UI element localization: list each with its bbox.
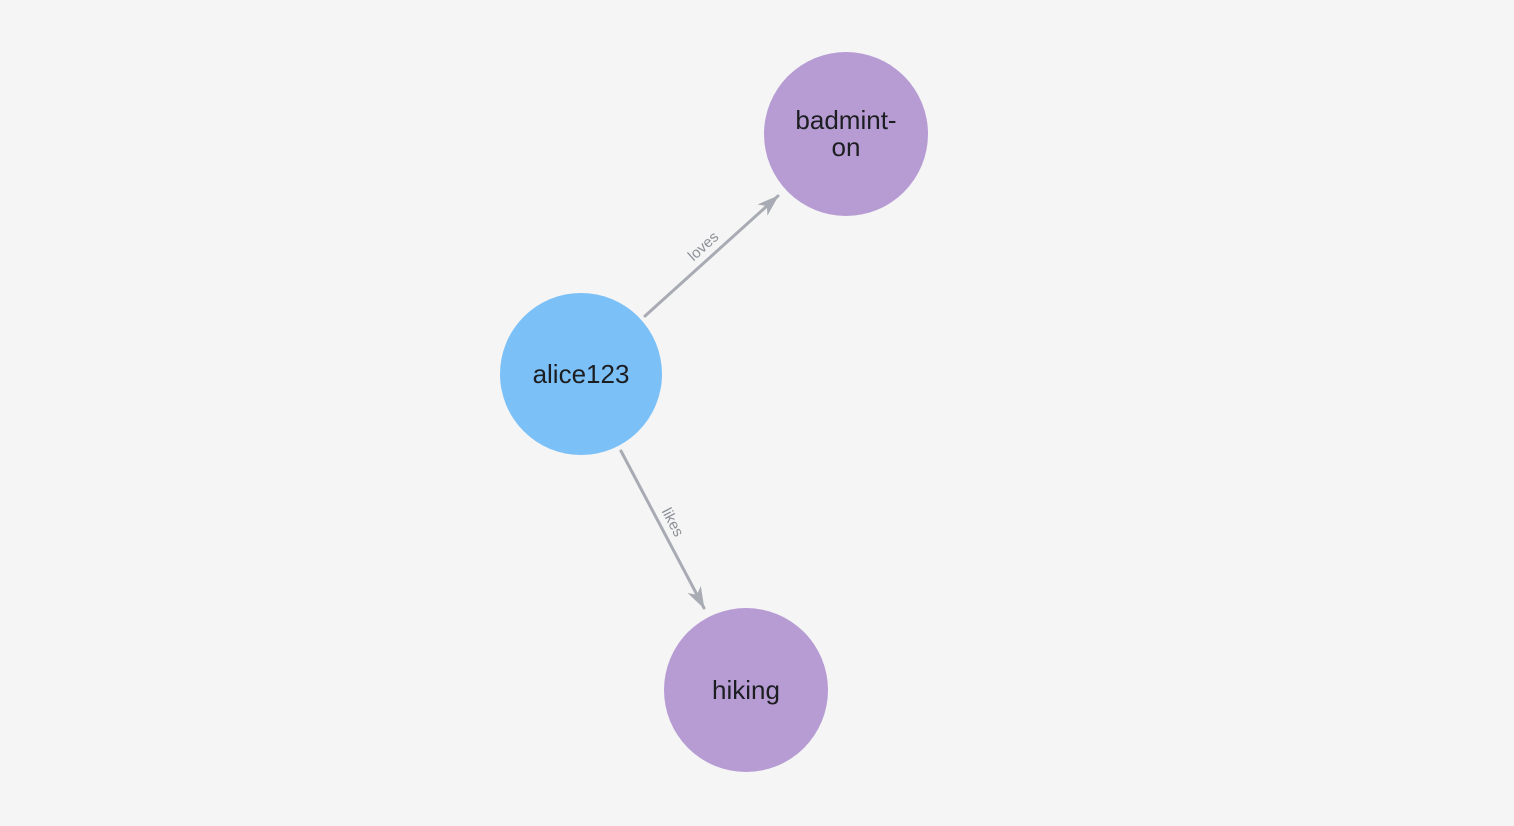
edge-label-loves[interactable]: loves	[685, 228, 722, 264]
node-label-line: on	[831, 132, 861, 162]
node-label: alice123	[532, 358, 630, 389]
edge-line-likes[interactable]	[619, 449, 706, 610]
node-label-line: alice123	[532, 358, 630, 389]
node-label-line: badmint-	[795, 105, 897, 135]
edge-label-likes[interactable]: likes	[658, 505, 687, 539]
node-label-line: hiking	[712, 674, 780, 705]
node-hiking[interactable]: hiking	[664, 608, 828, 772]
node-label: hiking	[712, 674, 780, 705]
edge-line-loves[interactable]	[643, 194, 780, 318]
edge-likes[interactable]: likes	[619, 449, 706, 610]
node-label: badmint- on	[795, 107, 896, 161]
node-badminton[interactable]: badmint- on	[764, 52, 928, 216]
edge-loves[interactable]: loves	[643, 194, 780, 318]
node-alice123[interactable]: alice123	[500, 293, 662, 455]
